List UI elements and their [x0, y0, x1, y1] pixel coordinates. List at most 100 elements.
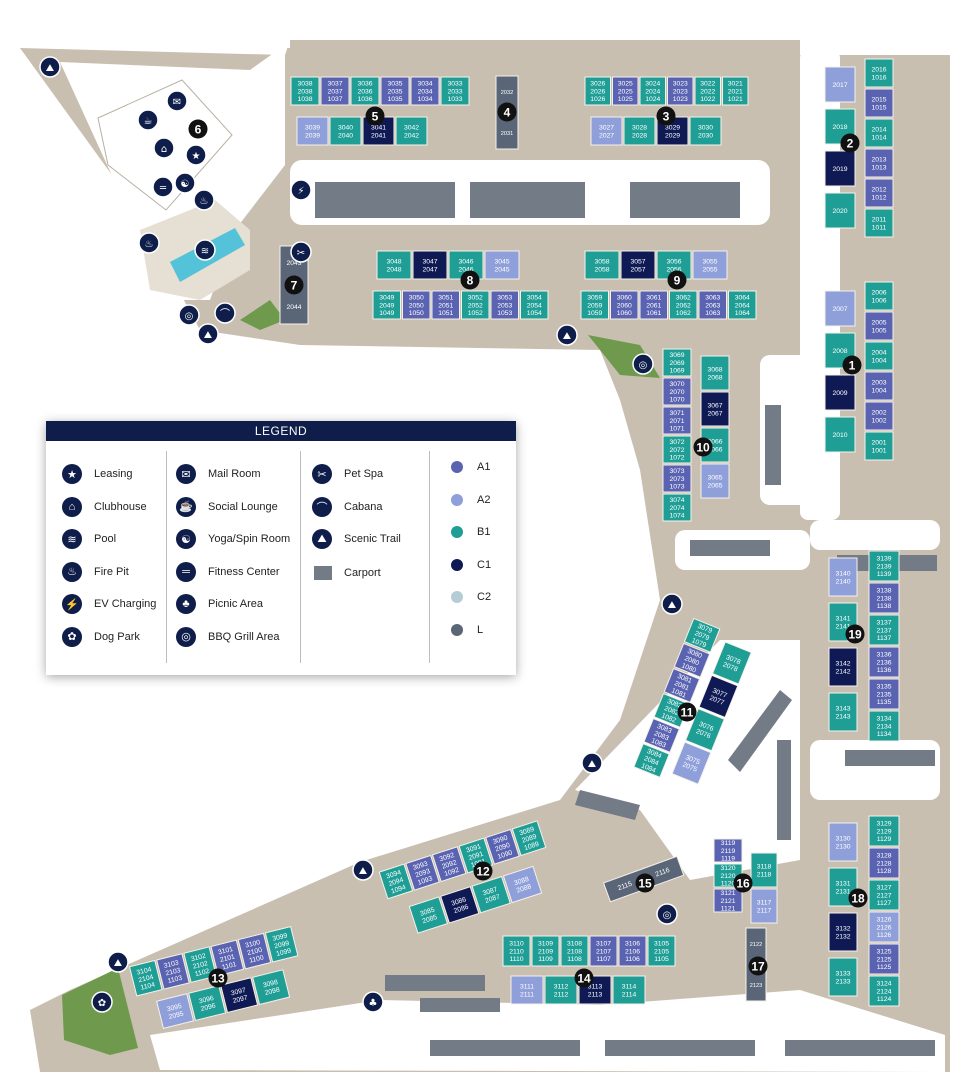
unit-block-A1[interactable]: [643, 717, 680, 753]
unit-block-B1[interactable]: [868, 614, 900, 646]
unit-block-A1[interactable]: [320, 76, 350, 106]
trail-icon[interactable]: ⛰: [556, 324, 578, 346]
unit-block-A2[interactable]: [828, 822, 858, 862]
unit[interactable]: 2020: [824, 192, 856, 229]
picnic-icon[interactable]: ♣: [362, 991, 384, 1013]
unit-block-B1[interactable]: [868, 550, 900, 582]
unit-block-C1[interactable]: [824, 150, 856, 187]
unit-block-C1[interactable]: [220, 977, 259, 1014]
grill-icon[interactable]: ◎: [178, 304, 200, 326]
unit-block-A1[interactable]: [485, 828, 520, 865]
unit-block-B1[interactable]: [694, 76, 721, 106]
grill-icon[interactable]: ◎: [632, 353, 654, 375]
unit-block-B1[interactable]: [440, 76, 470, 106]
unit-block-B1[interactable]: [728, 290, 757, 320]
building-marker-7[interactable]: 7: [284, 275, 304, 295]
dumbbell-icon[interactable]: ═: [152, 176, 174, 198]
building-marker-13[interactable]: 13: [208, 968, 228, 988]
unit-block-A1[interactable]: [618, 935, 647, 967]
yoga-icon[interactable]: ☯: [174, 172, 196, 194]
unit-block-B1[interactable]: [290, 76, 320, 106]
unit-block-B1[interactable]: [669, 290, 698, 320]
unit-block-B1[interactable]: [329, 116, 362, 146]
unit-block-A1[interactable]: [402, 290, 431, 320]
unit-block-B1[interactable]: [252, 969, 291, 1006]
unit-block-A1[interactable]: [662, 406, 692, 435]
unit-block-B1[interactable]: [711, 641, 752, 685]
unit-block-B1[interactable]: [502, 935, 531, 967]
unit-block-A1[interactable]: [662, 377, 692, 406]
unit-block-B1[interactable]: [828, 957, 858, 997]
unit-block-B1[interactable]: [544, 975, 578, 1005]
ev-charging-icon[interactable]: ⚡: [290, 179, 312, 201]
unit-block-A1[interactable]: [864, 178, 894, 208]
cabana-icon[interactable]: ⌒: [214, 302, 236, 324]
trail-icon[interactable]: ⛰: [352, 859, 374, 881]
unit-block-B1[interactable]: [662, 493, 692, 522]
unit-block-B1[interactable]: [183, 946, 217, 983]
unit-block-B1[interactable]: [511, 820, 547, 857]
unit-block-A1[interactable]: [639, 290, 668, 320]
unit-block-B1[interactable]: [188, 985, 227, 1022]
building-marker-19[interactable]: 19: [845, 624, 865, 644]
unit-block-B1[interactable]: [662, 435, 692, 464]
building-marker-12[interactable]: 12: [473, 861, 493, 881]
unit-block-A1[interactable]: [410, 76, 440, 106]
unit-block-B1[interactable]: [378, 863, 414, 900]
unit-block-A1[interactable]: [868, 847, 900, 879]
unit-block-B1[interactable]: [700, 355, 730, 391]
unit-block-B1[interactable]: [864, 281, 894, 311]
star-icon[interactable]: ★: [185, 144, 207, 166]
trail-icon[interactable]: ⛰: [581, 752, 603, 774]
unit-block-A2[interactable]: [484, 250, 520, 280]
fire-pit-icon[interactable]: ♨: [193, 189, 215, 211]
unit-block-A2[interactable]: [828, 557, 858, 597]
unit-block-A1[interactable]: [156, 953, 190, 990]
unit-block-C1[interactable]: [698, 674, 739, 719]
unit-block-A1[interactable]: [431, 290, 460, 320]
unit-block-A1[interactable]: [490, 290, 519, 320]
unit-block-B1[interactable]: [376, 250, 412, 280]
unit-block-B1[interactable]: [584, 250, 620, 280]
unit-block-B1[interactable]: [868, 975, 900, 1007]
unit-block-A1[interactable]: [380, 76, 410, 106]
